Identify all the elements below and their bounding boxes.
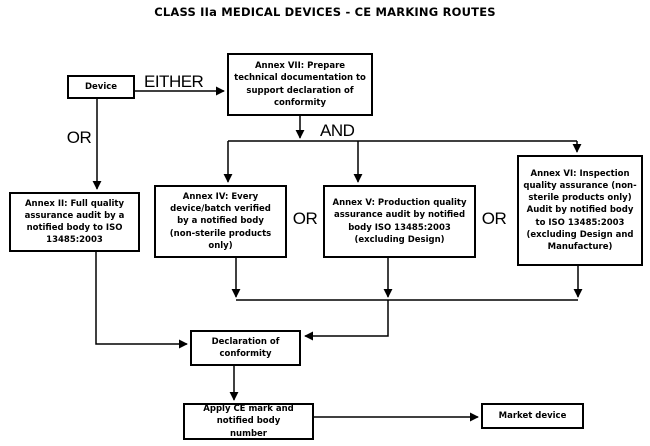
flow-node-annex-v: Annex V: Production quality assurance au… — [323, 185, 476, 258]
flow-node-device: Device — [67, 75, 135, 99]
flow-node-annex-vi: Annex VI: Inspection quality assurance (… — [517, 155, 643, 266]
edge-label-or-annex-iv-v: OR — [292, 209, 318, 228]
diagram-title: CLASS IIa MEDICAL DEVICES - CE MARKING R… — [154, 5, 496, 19]
flow-node-market-device: Market device — [481, 403, 584, 429]
flow-node-apply-ce-mark: Apply CE mark and notified body number — [183, 403, 314, 440]
connector-collector-to-declaration — [304, 300, 389, 341]
edge-label-either: EITHER — [144, 72, 204, 91]
edge-label-or-device: OR — [66, 128, 92, 147]
edge-label-or-annex-v-vi: OR — [481, 209, 507, 228]
flow-node-annex-iv: Annex IV: Every device/batch verified by… — [154, 185, 287, 258]
flow-node-annex-vii: Annex VII: Prepare technical documentati… — [227, 53, 373, 116]
flow-node-annex-ii: Annex II: Full quality assurance audit b… — [9, 192, 140, 252]
connector-annex-ii-to-declaration — [95, 252, 188, 349]
edge-label-and: AND — [320, 121, 355, 140]
flow-node-declaration-of-conformity: Declaration of conformity — [190, 330, 301, 366]
